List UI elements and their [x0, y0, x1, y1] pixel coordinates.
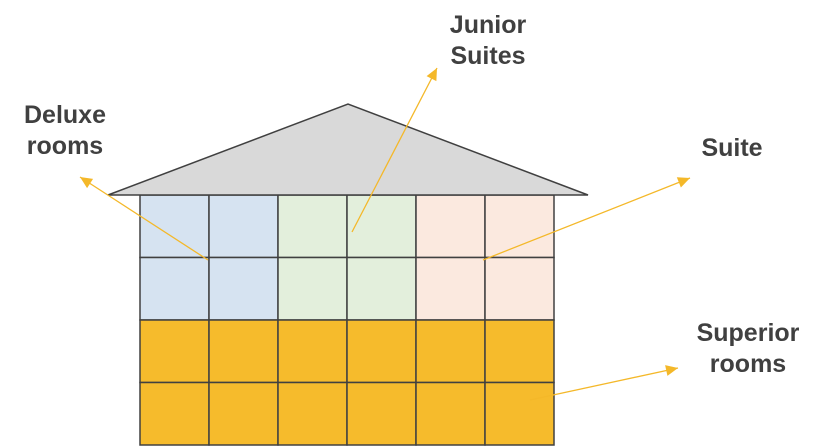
room-deluxe — [139, 194, 210, 259]
room-superior — [415, 381, 486, 446]
room-superior — [415, 319, 486, 384]
room-superior — [346, 381, 417, 446]
room-superior — [139, 319, 210, 384]
room-suite — [484, 194, 555, 259]
junior-suites-label: Junior Suites — [449, 11, 527, 70]
room-suite — [484, 256, 555, 321]
junior-suites-arrow — [351, 67, 438, 233]
room-junior — [277, 256, 348, 321]
room-superior — [139, 381, 210, 446]
deluxe-rooms-label: Deluxe rooms — [24, 101, 106, 160]
roof — [107, 103, 589, 196]
room-junior — [277, 194, 348, 259]
room-superior — [208, 319, 279, 384]
arrowhead — [665, 365, 678, 376]
room-superior — [484, 381, 555, 446]
arrowhead — [80, 177, 94, 189]
room-superior — [346, 319, 417, 384]
superior-rooms-arrow — [529, 365, 679, 401]
arrowhead — [426, 68, 437, 82]
room-deluxe — [139, 256, 210, 321]
rooms-grid — [139, 194, 555, 446]
room-superior — [208, 381, 279, 446]
room-suite — [415, 256, 486, 321]
callout-arrows — [79, 67, 691, 401]
arrowhead — [676, 177, 690, 188]
superior-rooms-label: Superior rooms — [696, 319, 800, 378]
deluxe-rooms-arrow — [79, 176, 209, 261]
room-deluxe — [208, 194, 279, 259]
room-junior — [346, 194, 417, 259]
suite-label: Suite — [701, 134, 763, 162]
room-superior — [277, 319, 348, 384]
room-suite — [415, 194, 486, 259]
room-deluxe — [208, 256, 279, 321]
room-junior — [346, 256, 417, 321]
suite-arrow — [482, 177, 691, 261]
room-superior — [484, 319, 555, 384]
room-superior — [277, 381, 348, 446]
